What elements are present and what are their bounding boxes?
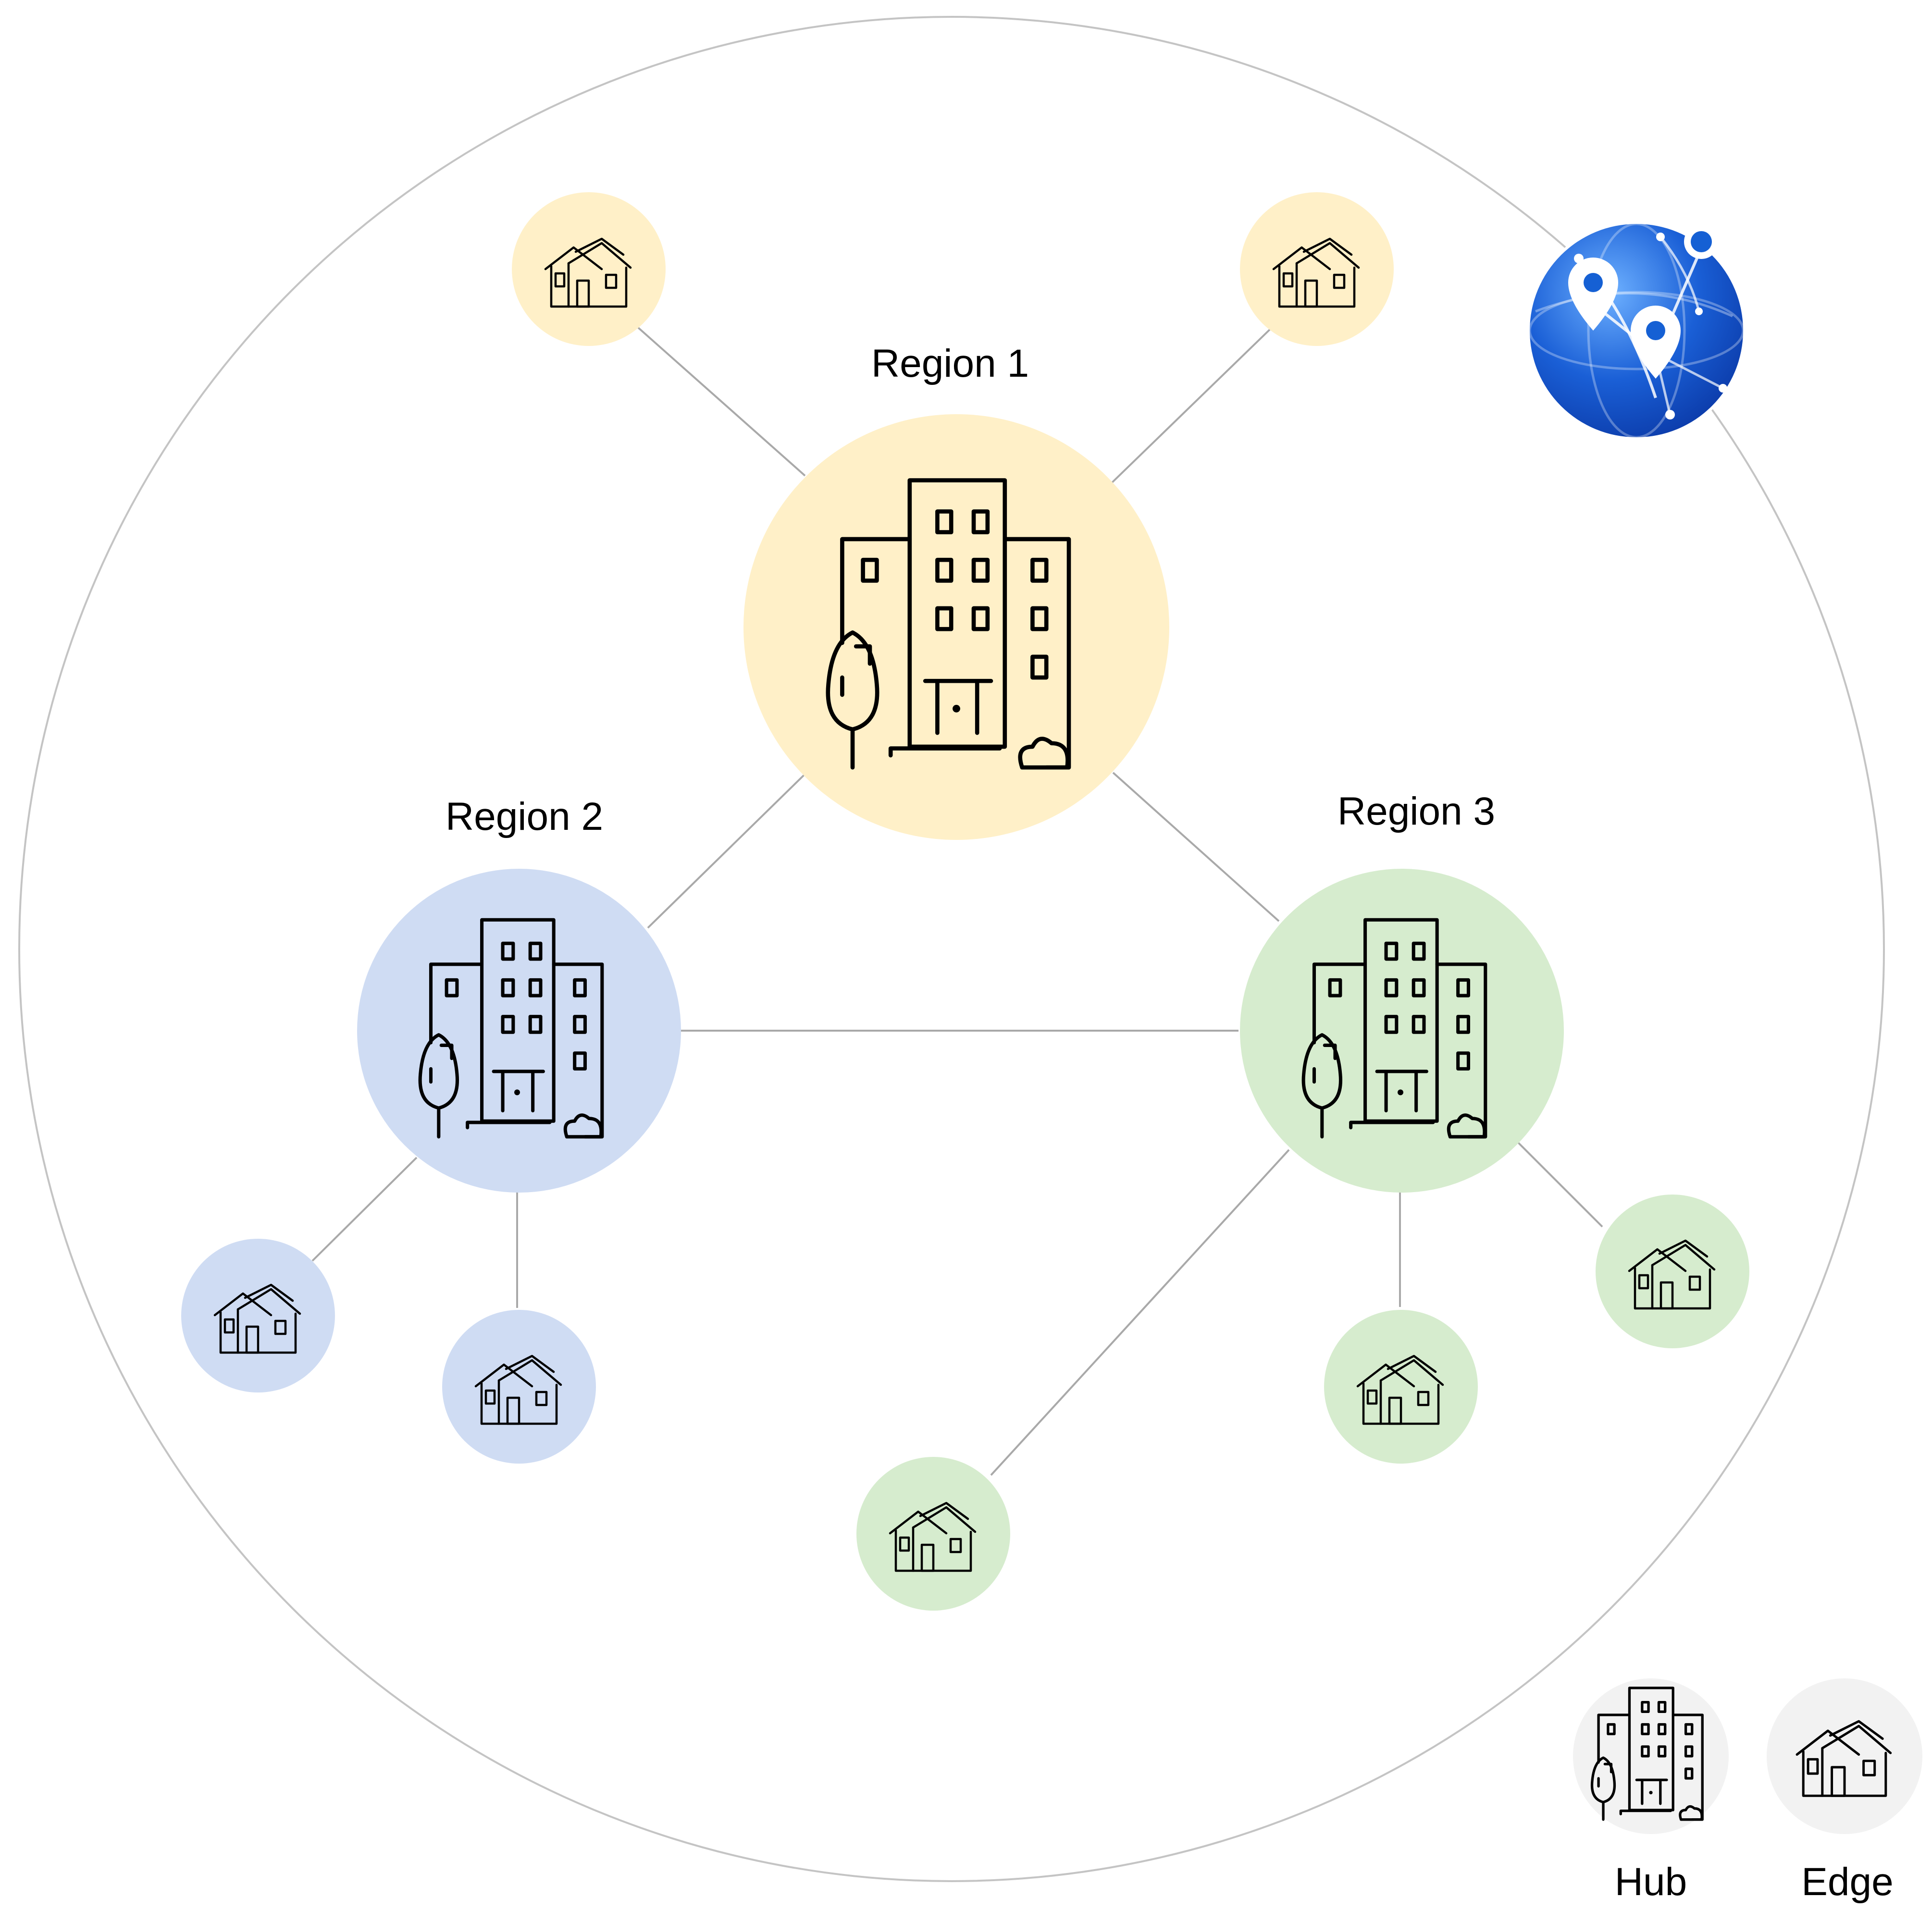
- link-r1-r2: [647, 773, 806, 929]
- hub-node-region-3: [1240, 869, 1564, 1193]
- globe-with-location-pins-icon: [1527, 221, 1746, 440]
- edge-node: [1324, 1310, 1478, 1464]
- link-r1-r3: [1112, 772, 1280, 922]
- link-r2-e2a: [311, 1157, 418, 1262]
- edge-site-e2b: [442, 1310, 596, 1464]
- edge-node: [1596, 1195, 1749, 1348]
- link-r3-e3a: [990, 1149, 1290, 1476]
- edge-node: [856, 1457, 1010, 1611]
- legend-edge-label: Edge: [1801, 1860, 1894, 1904]
- hub-region-2: Region 2: [357, 795, 681, 1193]
- link-r1-e1b: [1109, 327, 1272, 485]
- edge-site-e2a: [181, 1239, 335, 1392]
- region-3-label: Region 3: [1338, 789, 1495, 833]
- legend-hub-label: Hub: [1615, 1860, 1687, 1904]
- edge-site-e3c: [1596, 1195, 1749, 1348]
- edge-site-e1b: [1240, 192, 1394, 346]
- edge-site-e1a: [512, 192, 666, 346]
- edge-site-e3b: [1324, 1310, 1478, 1464]
- links: [311, 327, 1603, 1476]
- region-1-label: Region 1: [871, 342, 1029, 385]
- edge-node: [181, 1239, 335, 1392]
- link-r3-e3c: [1515, 1140, 1603, 1228]
- edge-site-e3a: [856, 1457, 1010, 1611]
- region-2-label: Region 2: [446, 795, 603, 838]
- edge-node: [512, 192, 666, 346]
- legend-edge: Edge: [1767, 1678, 1922, 1904]
- edge-node: [442, 1310, 596, 1464]
- legend: Hub Edge: [1573, 1678, 1922, 1904]
- edge-node: [1240, 192, 1394, 346]
- legend-hub: Hub: [1573, 1678, 1729, 1904]
- network-boundary-ring: [18, 16, 1885, 1882]
- link-r1-e1a: [637, 327, 806, 477]
- legend-edge-swatch: [1767, 1678, 1922, 1834]
- hub-node-region-1: [743, 414, 1169, 840]
- hub-region-3: Region 3: [1240, 789, 1564, 1193]
- hub-node-region-2: [357, 869, 681, 1193]
- hub-region-1: Region 1: [743, 342, 1169, 840]
